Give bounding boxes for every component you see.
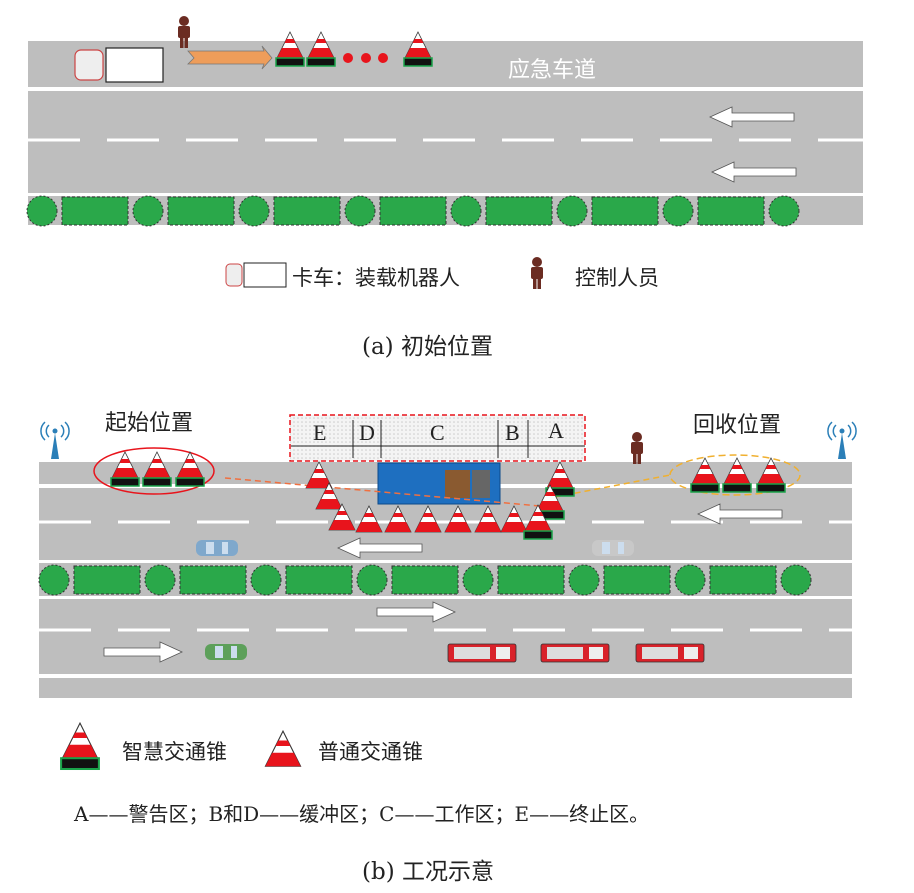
- legend-normal-cone-label: 普通交通锥: [318, 740, 423, 764]
- legend-smart-cone-label: 智慧交通锥: [122, 740, 227, 764]
- car-icon: [196, 540, 238, 556]
- zone-b-label: B: [505, 420, 520, 445]
- zone-description: A——警告区；B和D——缓冲区；C——工作区；E——终止区。: [74, 802, 650, 826]
- bus-icon: [635, 643, 705, 663]
- person-icon: [631, 432, 643, 464]
- bush-icon: [780, 564, 812, 596]
- emergency-lane-label: 应急车道: [508, 58, 597, 83]
- truck-cab: [472, 470, 490, 498]
- robot-cargo: [445, 470, 470, 498]
- bush-icon: [662, 195, 694, 227]
- start-area-ellipse: [93, 447, 215, 495]
- hedge-icon: [61, 196, 129, 226]
- ellipsis-dot: [361, 53, 371, 63]
- deploy-path: [224, 477, 541, 507]
- hedge-icon: [285, 565, 353, 595]
- legend-smart-cone-icon: [61, 723, 99, 769]
- bush-icon: [26, 195, 58, 227]
- legend-truck-icon: [225, 262, 287, 288]
- hedge-row-b: [38, 564, 812, 596]
- hedge-icon: [273, 196, 341, 226]
- zone-dimension-box: [289, 414, 586, 462]
- antenna-icon: [40, 421, 70, 460]
- bush-icon: [132, 195, 164, 227]
- bush-icon: [450, 195, 482, 227]
- ellipsis-dot: [343, 53, 353, 63]
- legend-normal-cone-icon: [264, 730, 302, 767]
- ellipsis-dot: [378, 53, 388, 63]
- zone-dimension-lines: [291, 420, 585, 458]
- bush-icon: [344, 195, 376, 227]
- hedge-icon: [709, 565, 777, 595]
- bus-icon: [447, 643, 517, 663]
- move-arrow-icon: [187, 45, 273, 70]
- zone-c-label: C: [430, 420, 445, 445]
- car-icon: [205, 644, 247, 660]
- hedge-icon: [497, 565, 565, 595]
- caption-a: (a) 初始位置: [362, 334, 493, 360]
- hedge-icon: [379, 196, 447, 226]
- caption-b: (b) 工况示意: [362, 859, 494, 885]
- hedge-icon: [391, 565, 459, 595]
- zone-d-label: D: [359, 420, 375, 445]
- antenna-icon: [827, 421, 857, 460]
- hedge-icon: [485, 196, 553, 226]
- zone-e-label: E: [313, 420, 327, 445]
- legend-person-icon: [531, 257, 543, 289]
- hedge-row-a: [26, 195, 800, 227]
- car-icon: [592, 540, 634, 556]
- bush-icon: [768, 195, 800, 227]
- bush-icon: [674, 564, 706, 596]
- bush-icon: [144, 564, 176, 596]
- start-position-label: 起始位置: [105, 411, 194, 436]
- truck-icon: [74, 47, 164, 83]
- recovery-position-label: 回收位置: [693, 413, 782, 438]
- legend-person-label: 控制人员: [575, 266, 659, 290]
- hedge-icon: [73, 565, 141, 595]
- hedge-icon: [603, 565, 671, 595]
- bush-icon: [38, 564, 70, 596]
- bush-icon: [356, 564, 388, 596]
- road-a: [28, 41, 863, 225]
- hedge-icon: [697, 196, 765, 226]
- hedge-icon: [179, 565, 247, 595]
- bush-icon: [250, 564, 282, 596]
- bush-icon: [238, 195, 270, 227]
- bus-icon: [540, 643, 610, 663]
- bush-icon: [556, 195, 588, 227]
- legend-truck-label: 卡车：装载机器人: [292, 266, 460, 290]
- hedge-icon: [591, 196, 659, 226]
- bush-icon: [568, 564, 600, 596]
- recovery-area-ellipse: [669, 454, 801, 496]
- hedge-icon: [167, 196, 235, 226]
- zone-a-label: A: [548, 418, 564, 443]
- bush-icon: [462, 564, 494, 596]
